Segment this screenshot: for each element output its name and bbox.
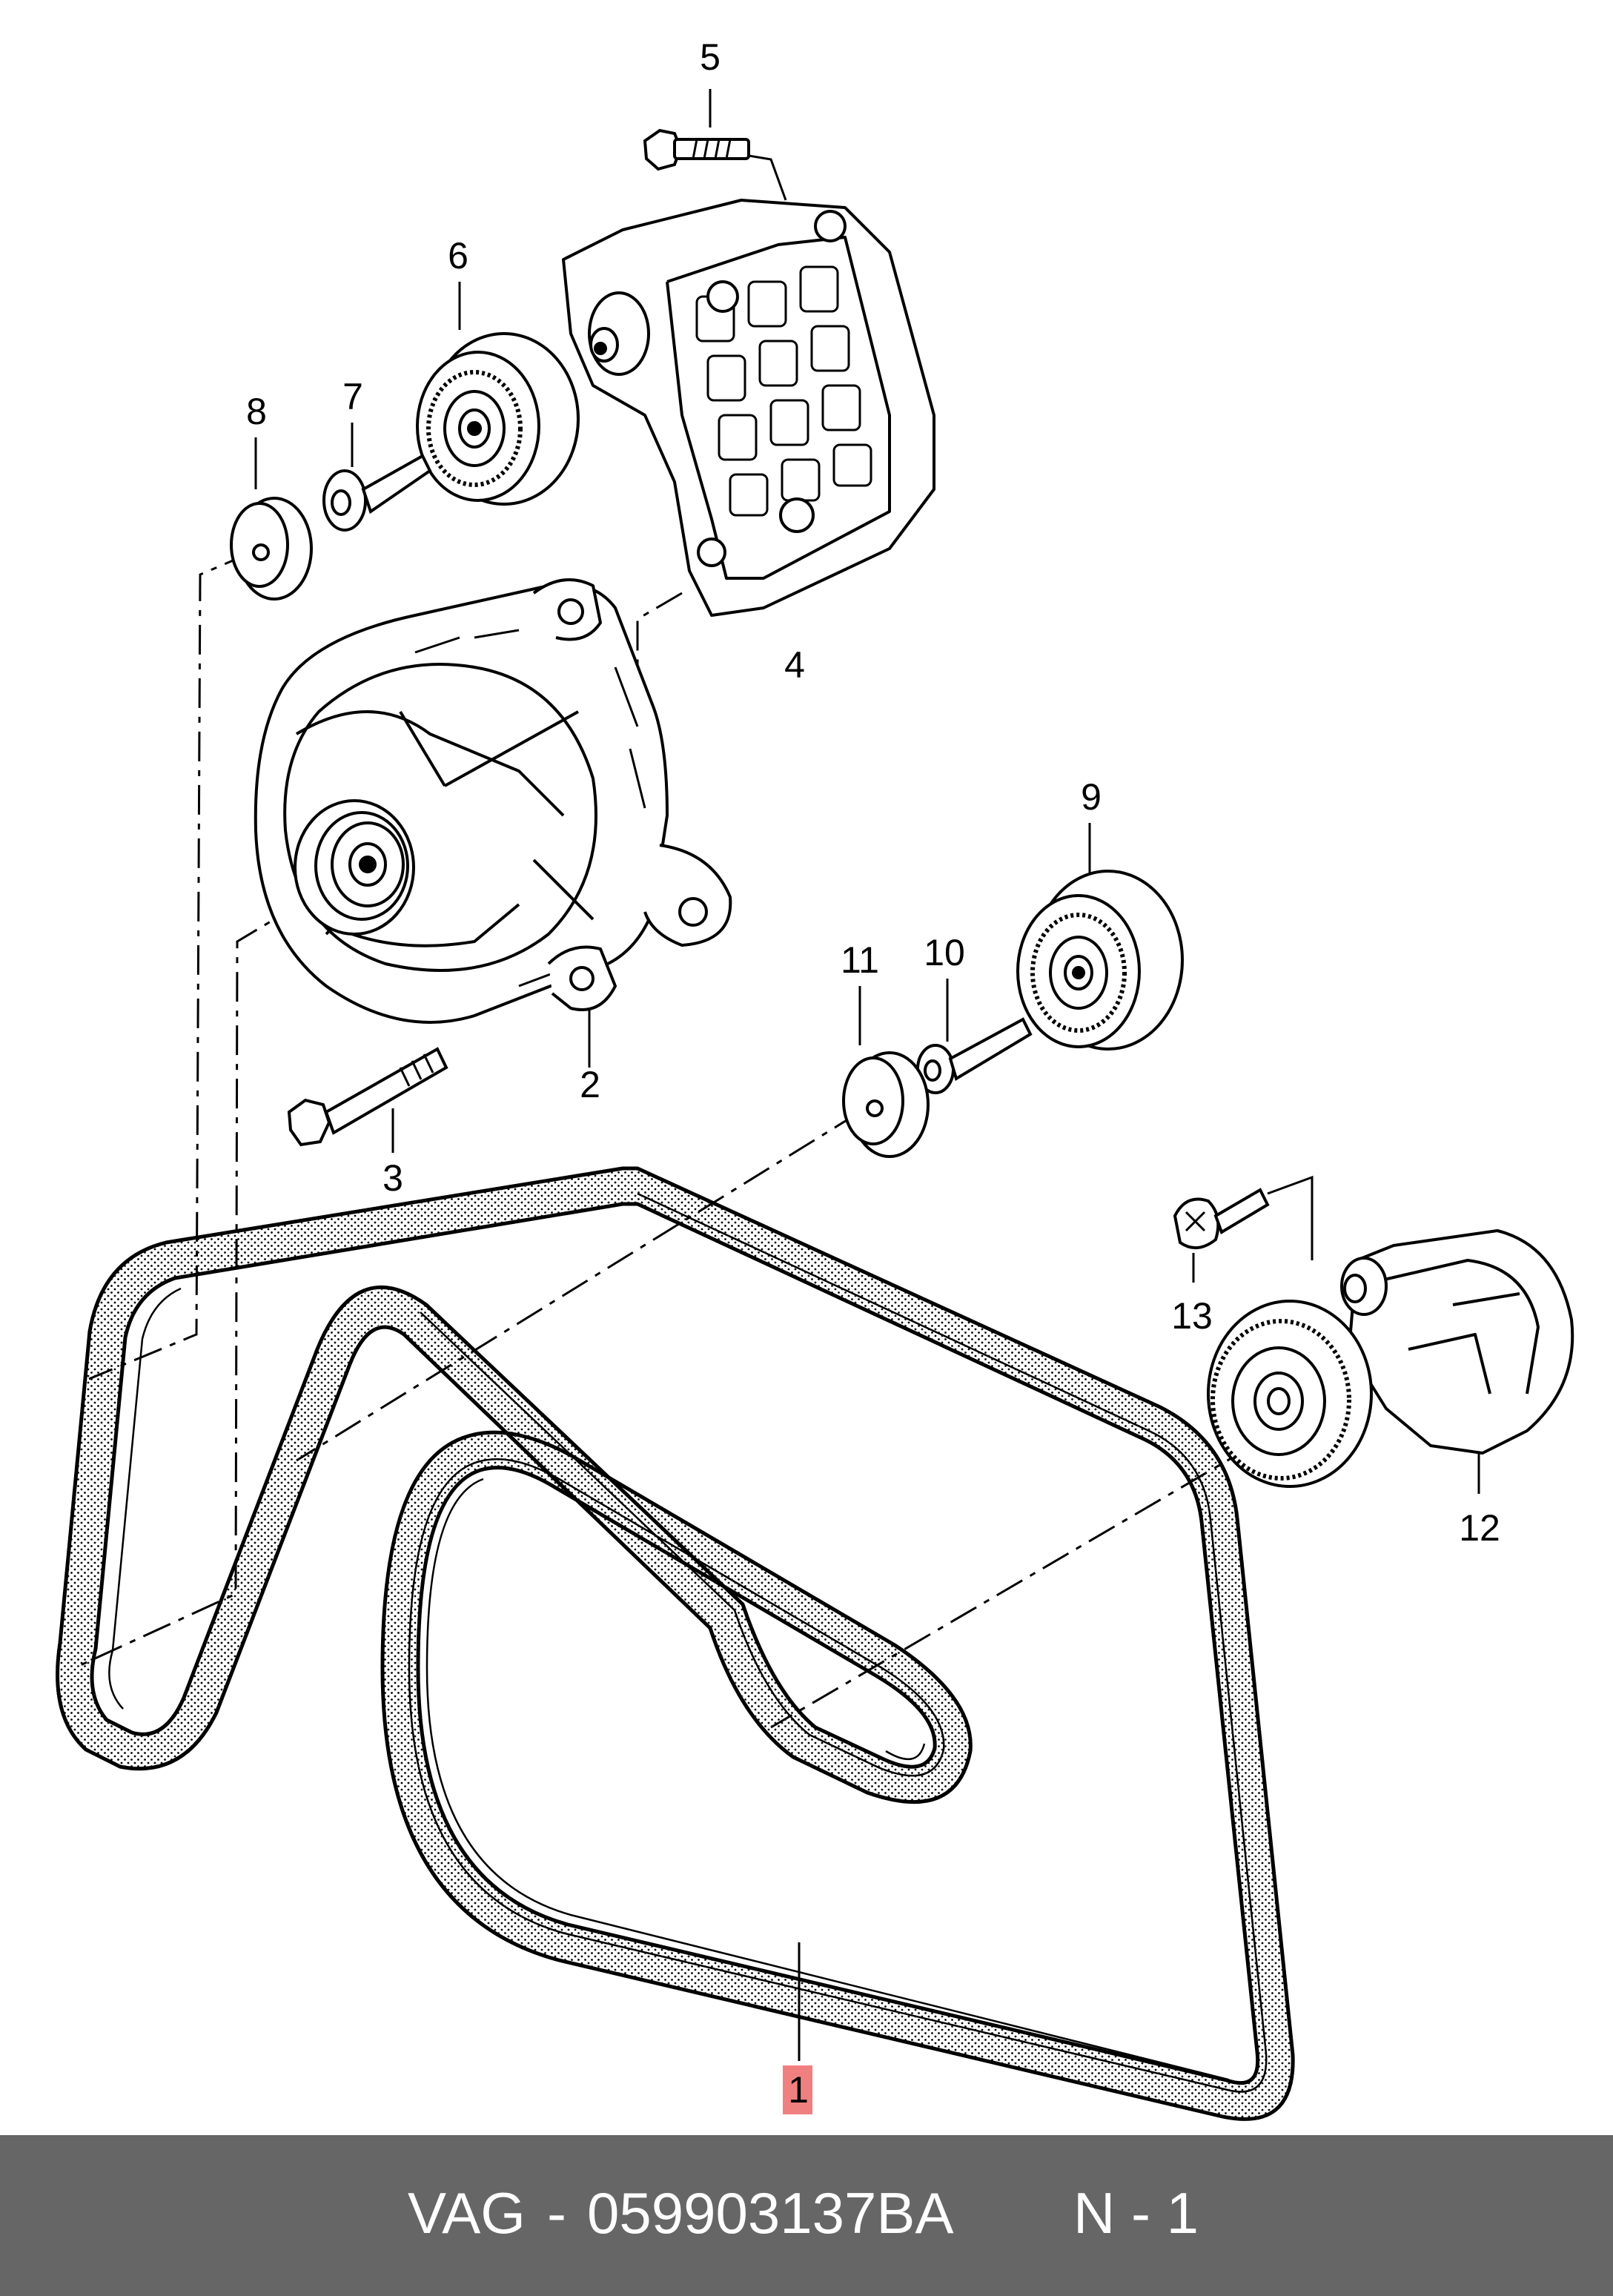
bracket-stud: [588, 291, 650, 376]
page-indicator: N - 1: [1073, 2180, 1199, 2246]
callout-1: 1: [788, 2069, 809, 2111]
callout-highlight: [783, 2065, 812, 2114]
callout-5: 5: [700, 36, 721, 78]
belt-inner-edge: [90, 1202, 1260, 2085]
caption-separator: -: [547, 2180, 566, 2246]
brand-label: VAG: [408, 2180, 526, 2246]
belt-outer-edge: [56, 1166, 1295, 2121]
ribbed-v-belt: [56, 1166, 1295, 2121]
callout-2: 2: [580, 1064, 600, 1105]
idler-roller: [1016, 870, 1184, 1051]
callout-9: 9: [1081, 776, 1102, 818]
tensioner-pulley: [1207, 1300, 1373, 1488]
tensioner-body: [1348, 1229, 1574, 1455]
bracket-hole: [706, 280, 739, 313]
bolt: [322, 454, 432, 532]
bolt: [643, 128, 750, 171]
callout-10: 10: [924, 932, 965, 973]
callout-13: 13: [1171, 1295, 1213, 1337]
callout-4: 4: [784, 644, 805, 686]
callout-7: 7: [342, 376, 363, 417]
cap: [230, 497, 313, 601]
torx-recess-icon: [1185, 1211, 1206, 1232]
idler-roller: [416, 332, 580, 506]
part-number: 059903137BA: [587, 2180, 954, 2246]
bracket-hole: [814, 210, 847, 242]
leader-line-13: [1192, 1175, 1314, 1283]
bracket: [562, 199, 935, 617]
belt-tensioner: [1207, 1229, 1574, 1488]
bracket-hole: [697, 537, 726, 567]
belt-rib-line: [408, 1192, 1268, 2093]
bracket-body: [562, 199, 935, 617]
alternator-pulley: [294, 799, 415, 936]
bolt: [1173, 1188, 1270, 1249]
callout-11: 11: [841, 939, 879, 981]
alternator-rear-mount: [643, 844, 732, 947]
callout-3: 3: [382, 1157, 403, 1199]
bolt: [916, 1017, 1033, 1094]
callout-8: 8: [246, 391, 267, 432]
callout-labels: 1 2 3 4 5 6 7 8 9 10 11 12 13: [246, 36, 1500, 2111]
callout-12: 12: [1459, 1507, 1500, 1549]
bracket-grid: [695, 265, 872, 517]
caption-bar: VAG - 059903137BA N - 1: [0, 2135, 1613, 2296]
exploded-parts-diagram: 1 2 3 4 5 6 7 8 9 10 11 12 13: [56, 36, 1574, 2121]
cap: [842, 1051, 930, 1158]
bolt: [287, 1047, 448, 1147]
belt-dotted-band: [56, 1168, 1294, 2119]
alternator: [254, 578, 732, 1024]
tensioner-pivot: [1340, 1257, 1388, 1316]
alternator-ribs: [414, 629, 646, 987]
leader-line-5: [709, 89, 787, 201]
callout-6: 6: [448, 235, 468, 277]
belt-rib-line: [108, 1287, 1229, 2081]
bracket-hole: [779, 497, 815, 533]
